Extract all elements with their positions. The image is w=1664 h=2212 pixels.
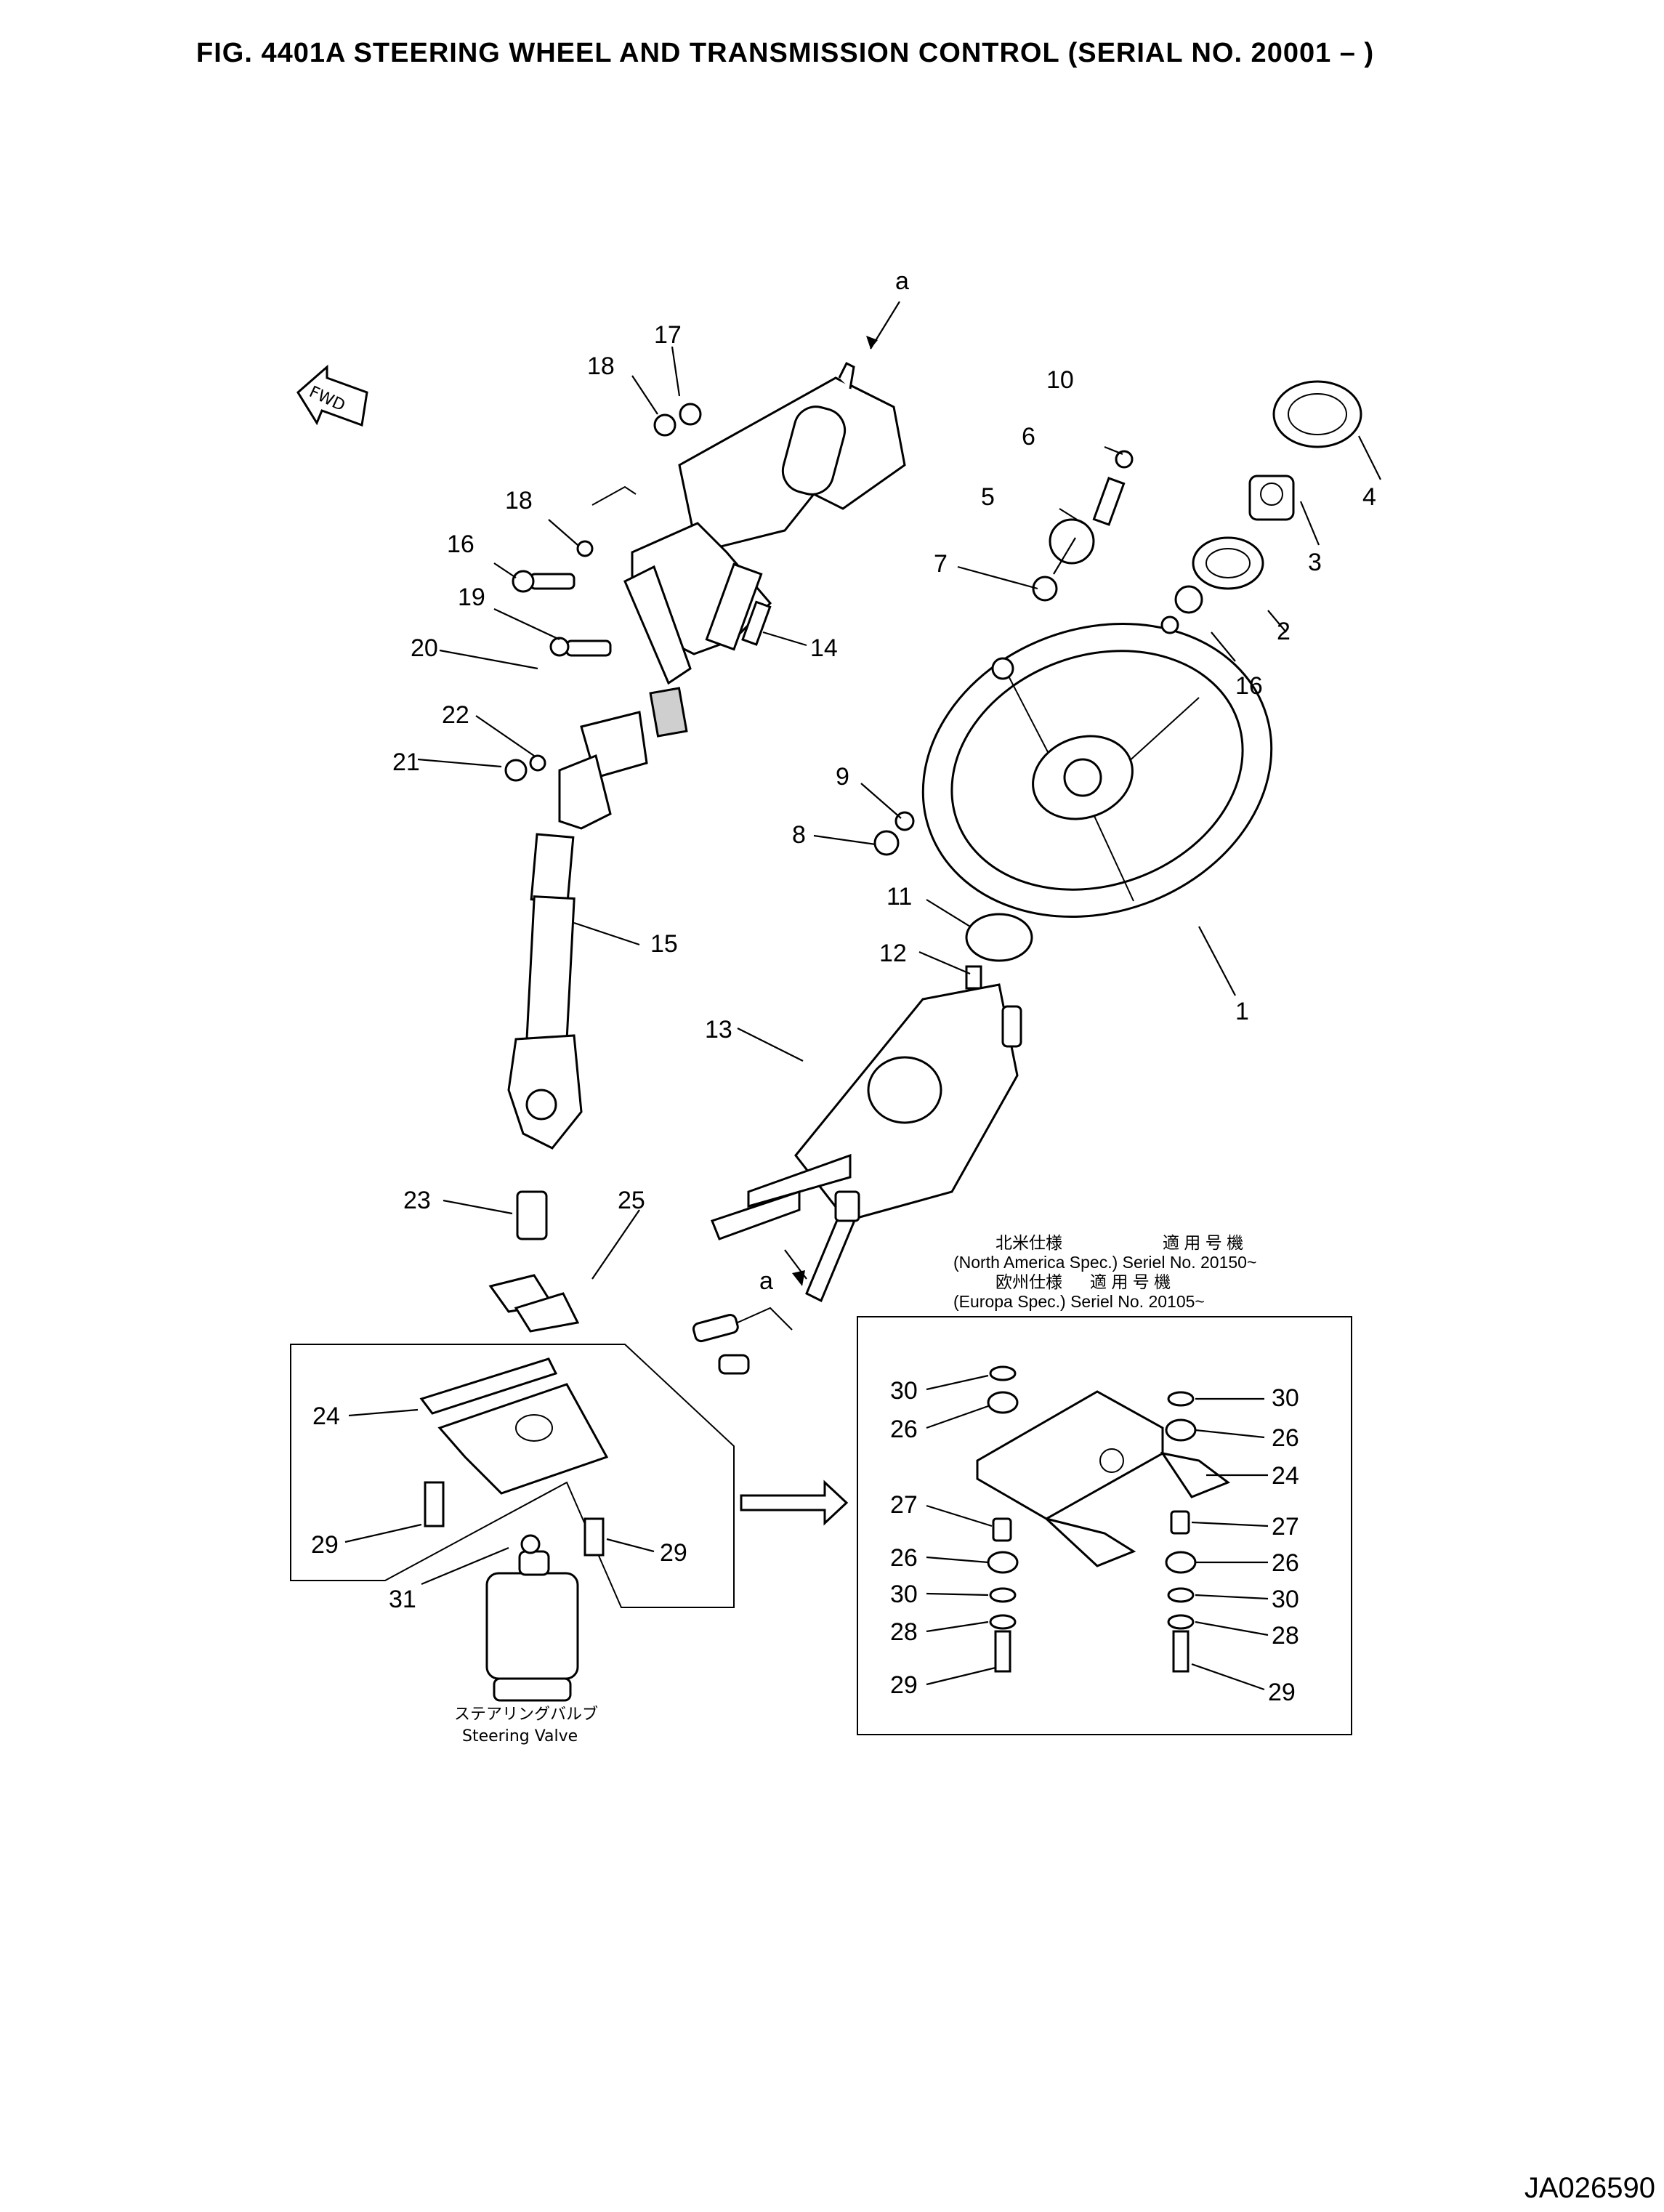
valve-label-jp: ステアリングバルブ xyxy=(454,1706,598,1724)
callout-1: 1 xyxy=(1235,998,1249,1025)
boot-23 xyxy=(516,1190,548,1240)
universal-joint-shaft xyxy=(507,833,583,1150)
detail-callout-26-d: 26 xyxy=(1272,1549,1299,1577)
detail-callout-27-b: 27 xyxy=(1272,1513,1299,1541)
detail-callout-27-a: 27 xyxy=(890,1491,918,1519)
detail-callout-30-c: 30 xyxy=(1272,1384,1299,1412)
callout-12: 12 xyxy=(879,940,907,967)
detail-mounts-left xyxy=(987,1365,1019,1673)
callout-7: 7 xyxy=(934,550,948,578)
screw-12 xyxy=(965,965,982,990)
bolt-29a xyxy=(424,1481,445,1527)
horn-assembly-parts xyxy=(991,380,1362,680)
callout-2: 2 xyxy=(1277,618,1291,645)
spec-eu-jp: 欧州仕様 xyxy=(995,1272,1062,1291)
steering-valve xyxy=(485,1534,579,1702)
view-mark-bottom: a xyxy=(759,1267,773,1295)
steering-column-housing xyxy=(558,361,906,830)
callout-8: 8 xyxy=(792,821,806,849)
detail-callout-29-b: 29 xyxy=(1268,1679,1296,1706)
detail-callout-30-d: 30 xyxy=(1272,1586,1299,1613)
spec-serial-jp-2: 適 用 号 機 xyxy=(1090,1272,1171,1291)
leader-lines xyxy=(344,346,1381,1691)
callout-15: 15 xyxy=(650,930,678,958)
spec-serial-jp-1: 適 用 号 機 xyxy=(1163,1233,1243,1252)
callout-19: 19 xyxy=(458,584,485,611)
callout-14: 14 xyxy=(810,634,838,662)
fwd-arrow-icon: FWD xyxy=(296,364,368,427)
callout-11: 11 xyxy=(886,883,912,911)
callout-24: 24 xyxy=(312,1402,340,1430)
callout-21: 21 xyxy=(392,748,420,776)
column-fasteners xyxy=(504,403,772,782)
detail-mounts-right xyxy=(1165,1391,1197,1673)
callout-23: 23 xyxy=(403,1187,431,1214)
callout-3: 3 xyxy=(1308,549,1322,576)
callout-16-right: 16 xyxy=(1235,672,1263,700)
callout-18-mid: 18 xyxy=(505,487,533,514)
spec-eu-en: (Europa Spec.) Seriel No. 20105~ xyxy=(953,1292,1205,1311)
figure-title: FIG. 4401A STEERING WHEEL AND TRANSMISSI… xyxy=(196,38,1375,68)
detail-callout-30-a: 30 xyxy=(890,1377,918,1405)
callout-25: 25 xyxy=(618,1187,645,1214)
detail-callout-24: 24 xyxy=(1272,1462,1299,1490)
bolt-29b xyxy=(583,1517,605,1557)
spec-na-jp: 北米仕様 xyxy=(995,1233,1062,1252)
callout-6: 6 xyxy=(1022,423,1035,451)
callout-17: 17 xyxy=(654,321,682,349)
spec-na-en: (North America Spec.) Seriel No. 20150~ xyxy=(953,1253,1256,1272)
valve-label-en: Steering Valve xyxy=(462,1727,578,1745)
steering-wheel xyxy=(921,623,1273,918)
detail-callout-28-b: 28 xyxy=(1272,1622,1299,1650)
callout-labels: 1 2 3 4 5 6 7 8 9 10 11 12 13 14 15 16 1… xyxy=(311,321,1376,1613)
callout-18-top: 18 xyxy=(587,352,615,380)
harness-connector xyxy=(692,1307,793,1375)
callout-5: 5 xyxy=(981,483,995,511)
detail-callout-labels: 30 26 27 26 30 28 29 30 26 24 27 26 30 2… xyxy=(890,1377,1299,1706)
callout-22: 22 xyxy=(442,701,469,729)
callout-10: 10 xyxy=(1046,366,1074,394)
callout-13: 13 xyxy=(705,1016,732,1044)
arrow-right-icon xyxy=(740,1480,849,1526)
detail-callout-26-c: 26 xyxy=(1272,1424,1299,1452)
bracket-24 xyxy=(419,1357,609,1495)
callout-4: 4 xyxy=(1362,483,1376,511)
nut-8 xyxy=(873,830,900,856)
detail-callout-29-a: 29 xyxy=(890,1671,918,1699)
callout-20: 20 xyxy=(411,634,438,662)
callout-16-left: 16 xyxy=(447,530,474,558)
plate-25b xyxy=(514,1292,580,1333)
callout-29-left: 29 xyxy=(311,1531,339,1559)
cancel-cam-11 xyxy=(965,913,1033,962)
bracket-24-detail xyxy=(976,1390,1231,1567)
detail-callout-30-b: 30 xyxy=(890,1581,918,1608)
transmission-control-switch xyxy=(711,983,1022,1303)
callout-29-right: 29 xyxy=(660,1539,687,1567)
detail-callout-26-b: 26 xyxy=(890,1544,918,1572)
callout-31: 31 xyxy=(389,1586,416,1613)
detail-box-left xyxy=(290,1344,735,1608)
drawing-code: JA026590 xyxy=(1524,2172,1655,2204)
detail-box-right xyxy=(857,1316,1352,1735)
detail-callout-28-a: 28 xyxy=(890,1618,918,1646)
callout-9: 9 xyxy=(836,763,849,791)
view-mark-top: a xyxy=(895,267,909,295)
detail-callout-26-a: 26 xyxy=(890,1416,918,1443)
